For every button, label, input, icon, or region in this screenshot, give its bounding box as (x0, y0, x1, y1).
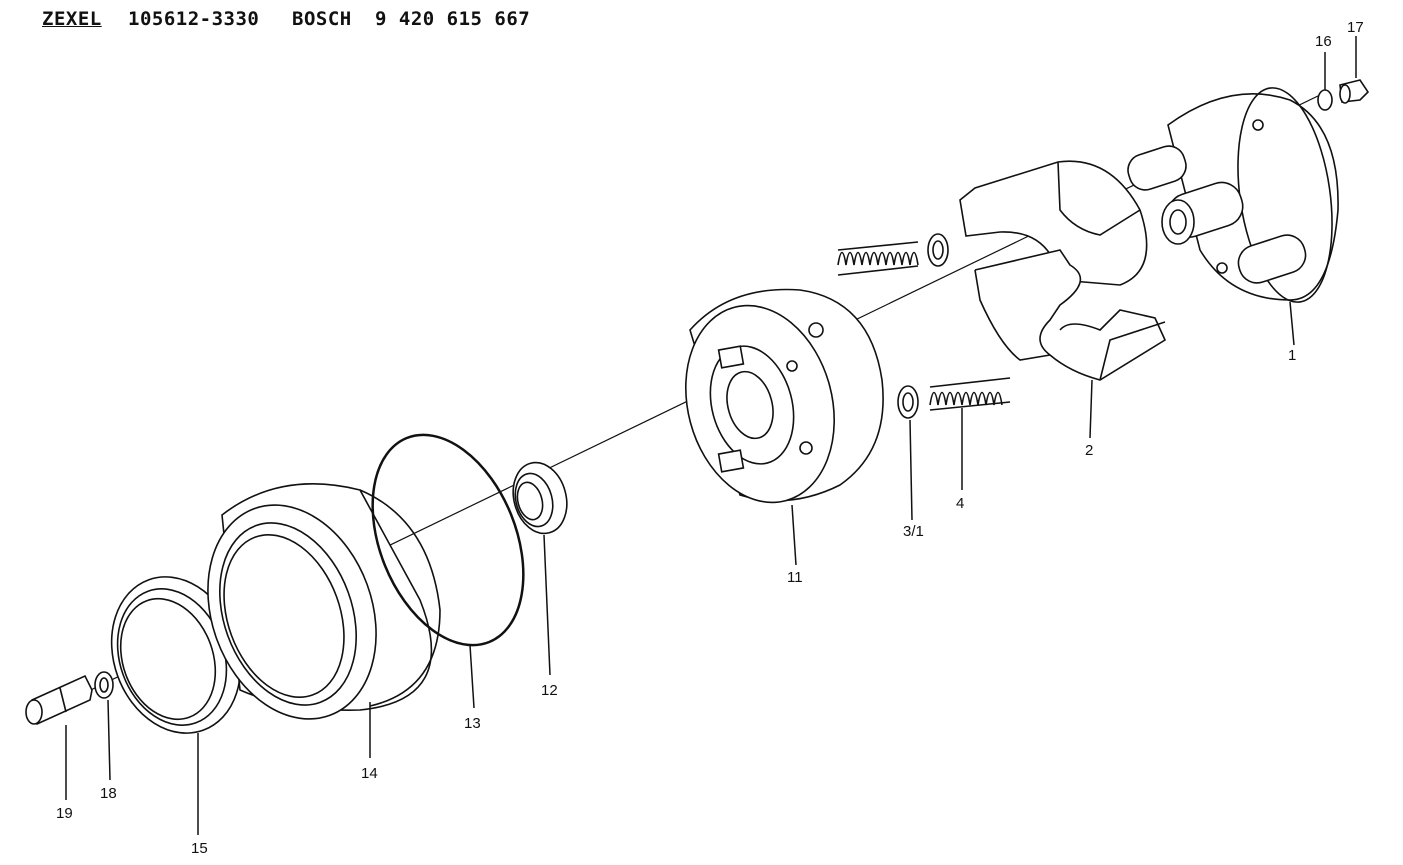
maker-zexel: ZEXEL (42, 8, 102, 30)
callout-19: 19 (56, 805, 73, 822)
zexel-part-number: 105612-3330 (128, 8, 260, 30)
part-13-o-ring (371, 433, 525, 647)
callout-17: 17 (1347, 19, 1364, 36)
callout-13: 13 (464, 715, 481, 732)
part-3-1-washer (897, 385, 919, 419)
upper-spring (837, 241, 919, 276)
callout-16: 16 (1315, 33, 1332, 50)
callout-3-1: 3/1 (903, 523, 924, 540)
callout-12: 12 (541, 682, 558, 699)
part-11-hub (684, 288, 884, 504)
callout-2: 2 (1085, 442, 1093, 459)
part-16-washer (1317, 89, 1333, 111)
upper-washer (927, 233, 949, 267)
maker-bosch: BOSCH (292, 8, 352, 30)
part-17-bolt (1339, 79, 1370, 104)
part-2-flyweight (959, 160, 1167, 381)
callout-14: 14 (361, 765, 378, 782)
part-19-plug-screw (25, 674, 93, 725)
bosch-part-number: 9 420 615 667 (375, 8, 531, 30)
leader-lines (65, 36, 1357, 835)
part-18-washer (94, 671, 114, 699)
callout-1: 1 (1288, 347, 1296, 364)
part-14-housing-ring (207, 483, 441, 720)
part-12-seal (512, 461, 568, 535)
part-1-flange-plate (1127, 87, 1339, 303)
part-4-spring-lower (929, 377, 1011, 411)
callout-11: 11 (787, 569, 803, 586)
callout-4: 4 (956, 495, 964, 512)
callout-18: 18 (100, 785, 117, 802)
callout-labels: 1 2 3/1 4 11 12 13 14 15 16 17 18 19 (56, 19, 1364, 857)
callout-15: 15 (191, 840, 208, 857)
